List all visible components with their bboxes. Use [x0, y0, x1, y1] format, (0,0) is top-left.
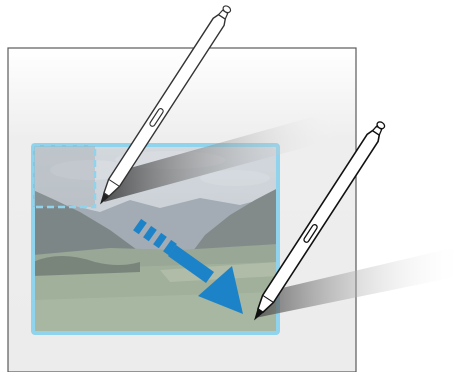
dashed-start-box: [33, 145, 95, 207]
